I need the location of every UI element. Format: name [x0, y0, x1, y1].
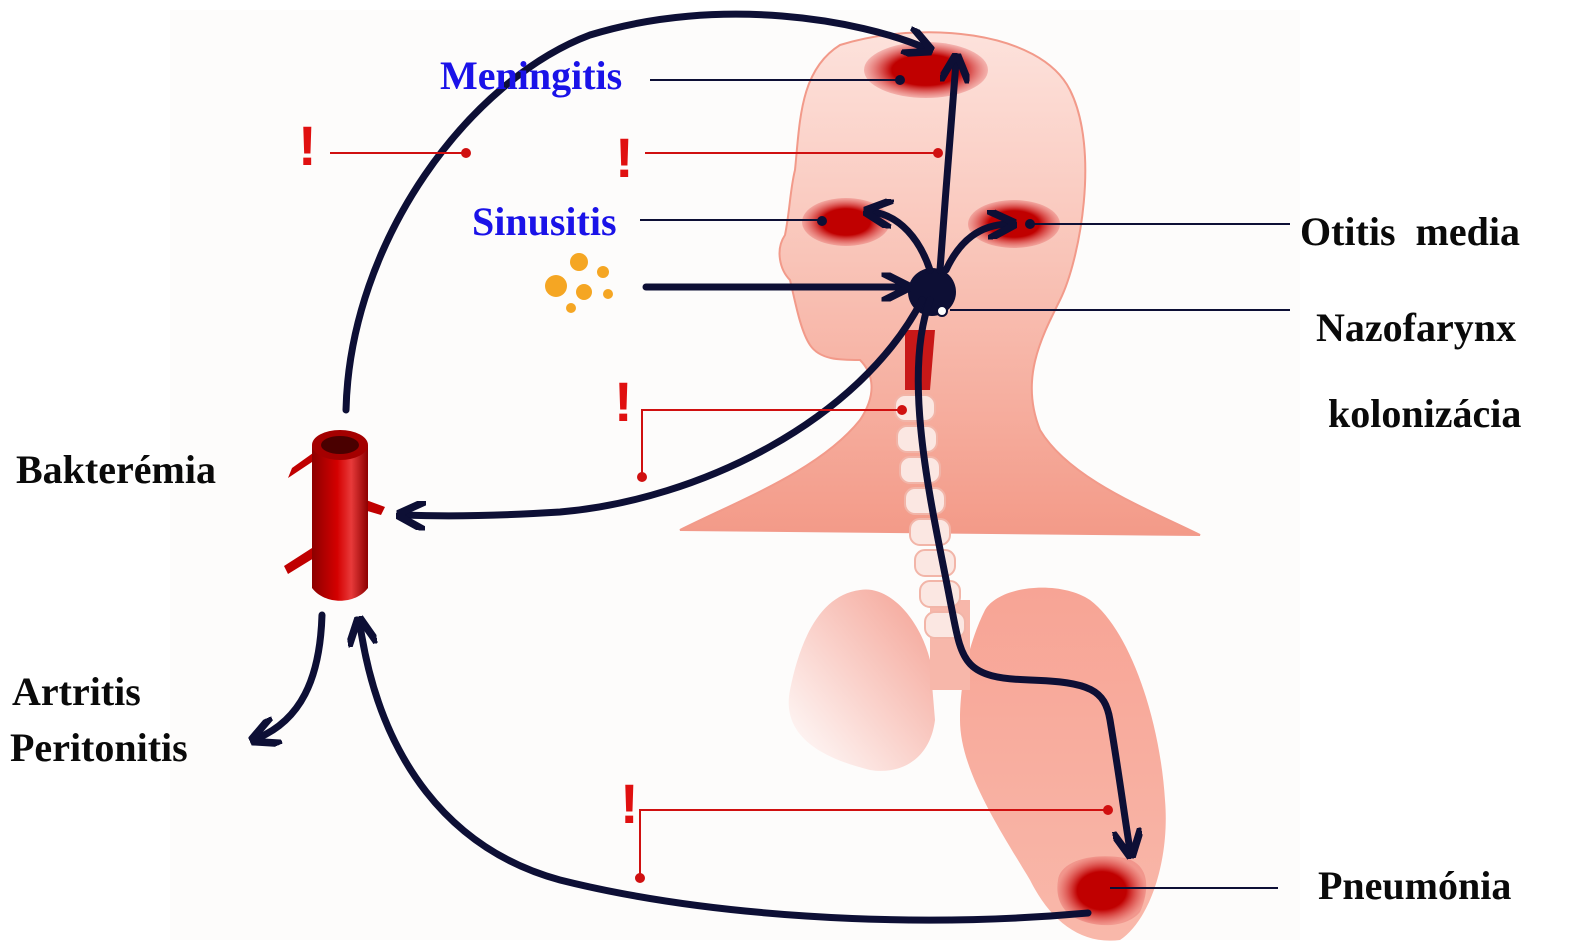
- warning-mark-bacteremia-meningitis: !: [298, 118, 317, 174]
- artritis-label: Artritis: [12, 672, 141, 712]
- nazofarynx-label: Nazofarynx: [1316, 308, 1516, 348]
- otitis-media-label: Otitis media: [1300, 212, 1520, 252]
- sinusitis-label: Sinusitis: [472, 202, 617, 242]
- meningitis-label: Meningitis: [440, 56, 622, 96]
- pneumonia-label: Pneumónia: [1318, 866, 1511, 906]
- warning-mark-nazofarynx-bacteremia: !: [614, 374, 633, 430]
- nazofarynx-dot: [937, 306, 947, 316]
- peritonitis-label: Peritonitis: [10, 728, 188, 768]
- warning-mark-nazofarynx-meningitis: !: [615, 130, 634, 186]
- bakteremia-label: Bakterémia: [16, 450, 216, 490]
- kolonizacia-label: kolonizácia: [1328, 394, 1521, 434]
- sinusitis-spot: [802, 198, 890, 246]
- warning-mark-pneumonia-bacteremia: !: [620, 776, 639, 832]
